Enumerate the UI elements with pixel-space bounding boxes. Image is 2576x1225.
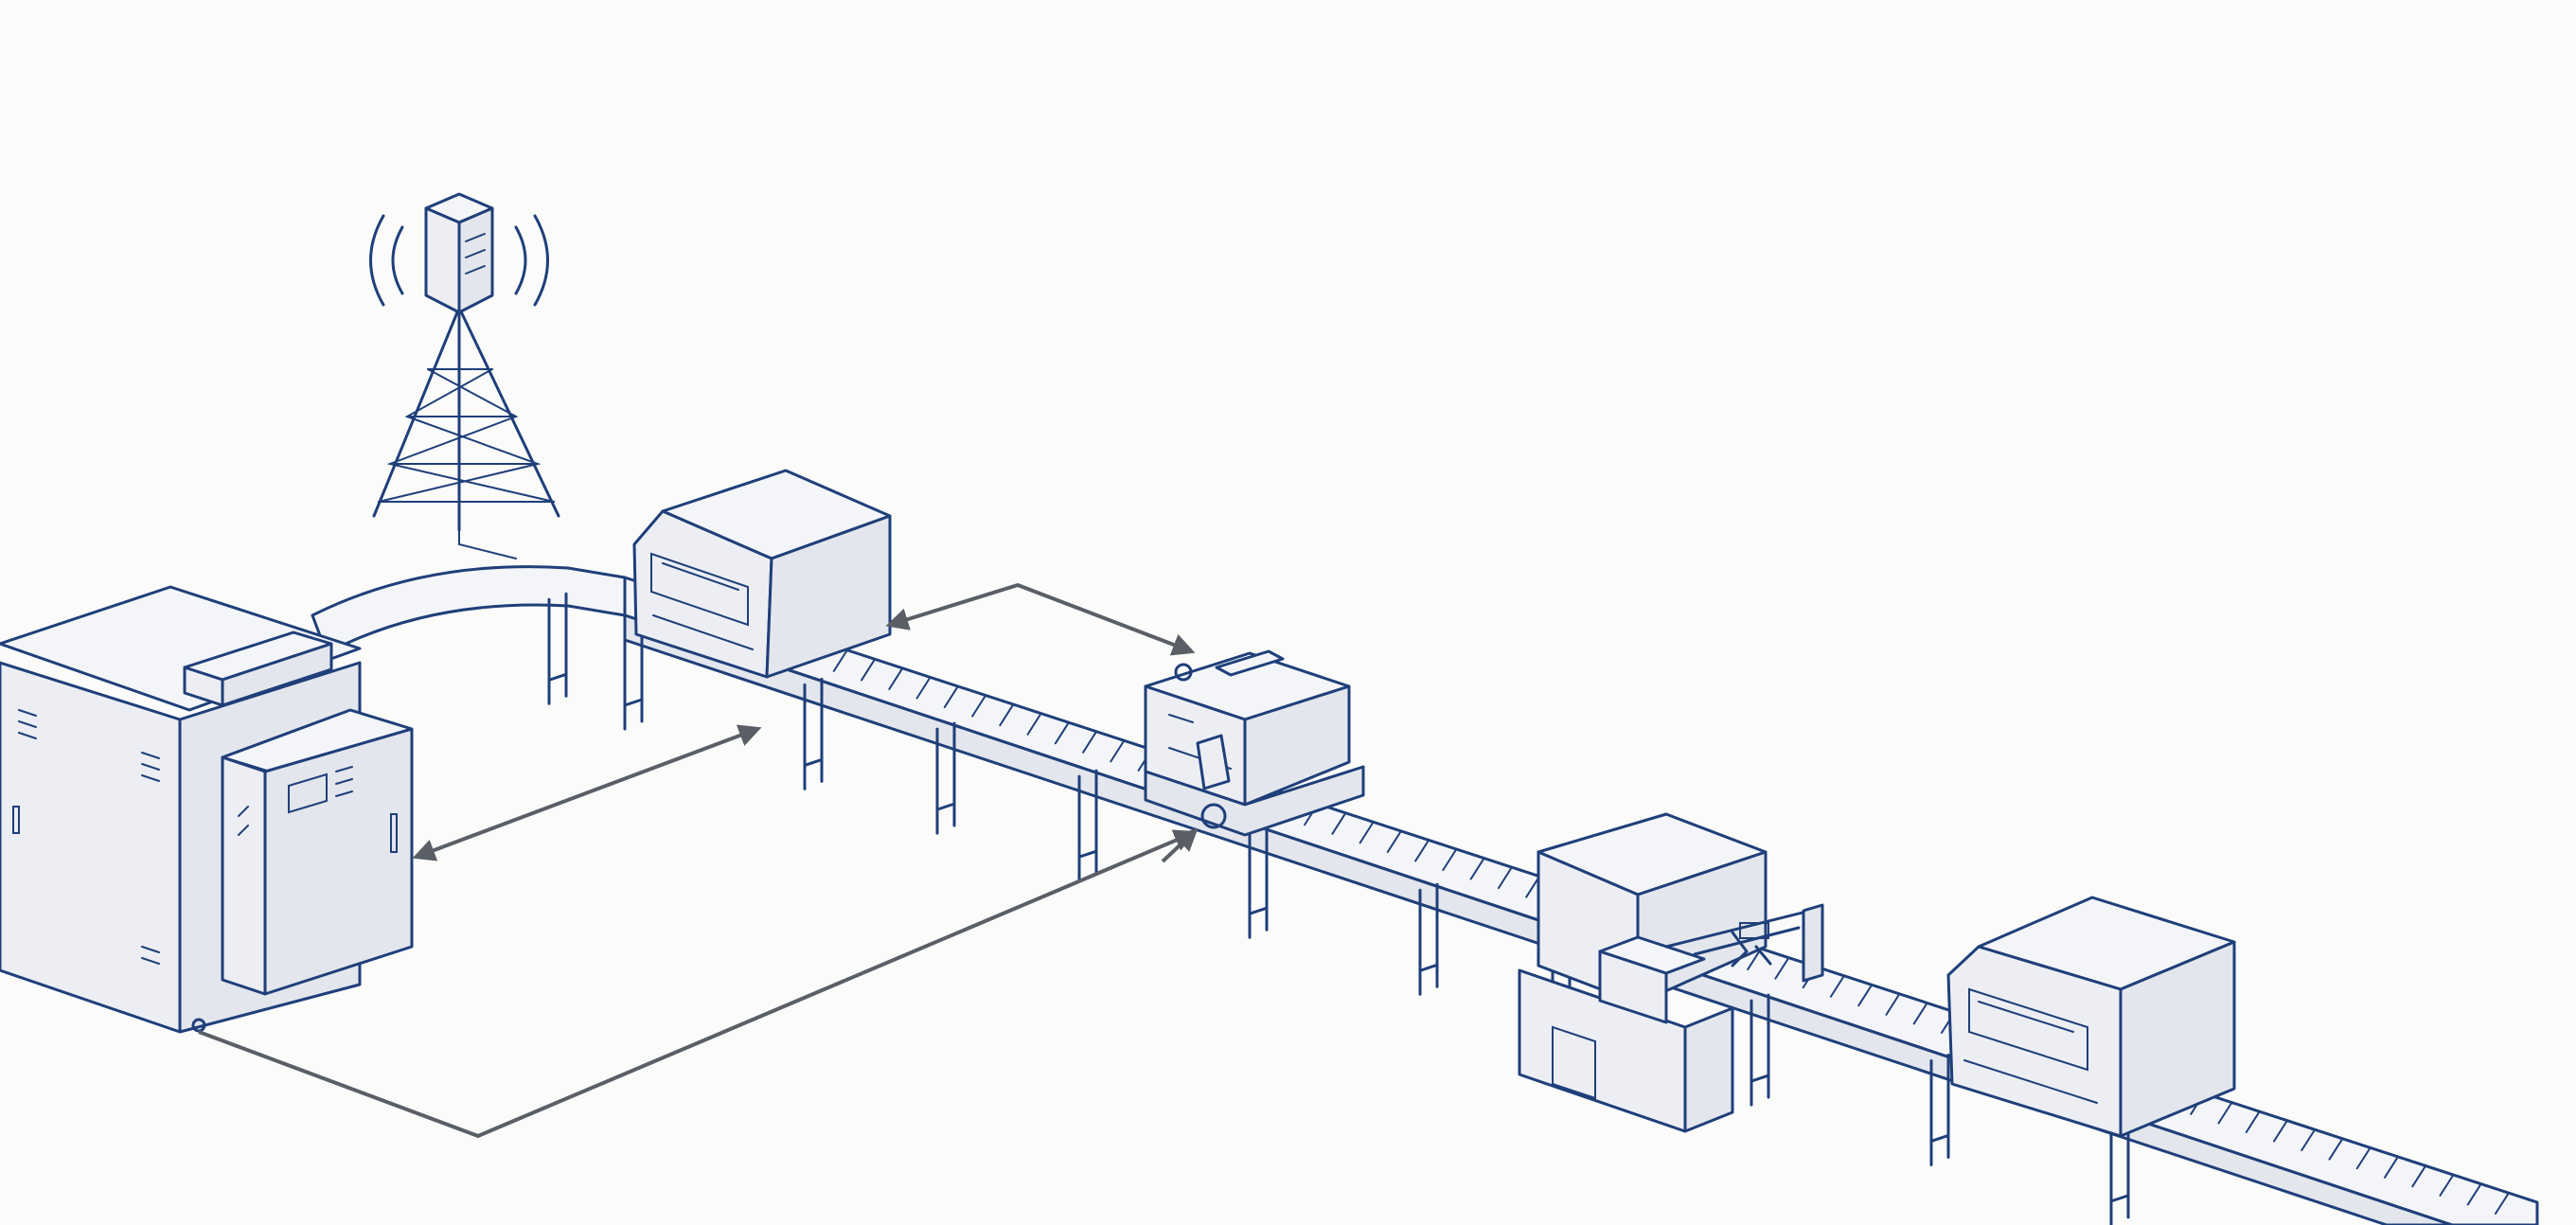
enclosed-machine-icon [632, 469, 892, 679]
conveyor-roller [888, 666, 904, 690]
flow-arrow-icon [885, 583, 1196, 656]
conveyor-roller [971, 694, 987, 718]
conveyor-roller [2411, 1164, 2427, 1188]
conveyor-roller [1359, 821, 1375, 844]
wireless-tower-icon [369, 192, 560, 559]
flow-arrow-icon [1161, 827, 1199, 863]
conveyor-roller [1442, 848, 1458, 872]
conveyor-support-leg [1929, 1053, 1950, 1166]
conveyor-roller [999, 703, 1015, 727]
conveyor-roller [943, 685, 959, 709]
conveyor-roller [2328, 1137, 2344, 1161]
enclosed-machine-icon-2 [1946, 896, 2236, 1138]
conveyor-roller [2217, 1101, 2233, 1125]
conveyor-roller [915, 676, 932, 700]
conveyor-roller [1386, 829, 1402, 853]
conveyor-support-leg [1248, 826, 1269, 939]
conveyor-roller [1497, 866, 1513, 890]
conveyor-roller [1829, 974, 1845, 998]
conveyor-roller [2495, 1192, 2510, 1215]
gantry-robot-station-icon [1518, 812, 1824, 1133]
conveyor-roller [1885, 992, 1901, 1016]
conveyor-roller [1469, 857, 1485, 880]
conveyor-roller [2272, 1119, 2288, 1143]
conveyor-roller [1747, 948, 1763, 971]
conveyor-roller [832, 648, 848, 672]
conveyor-roller [1110, 739, 1126, 763]
flow-arrow-icon [412, 724, 762, 861]
conveyor-roller [1857, 984, 1874, 1007]
conveyor-roller [861, 658, 877, 682]
conveyor-roller [2383, 1155, 2399, 1179]
conveyor-support-leg [1077, 769, 1098, 882]
conveyor-roller [1026, 712, 1042, 736]
flow-arrows [198, 583, 1199, 1138]
conveyor-support-leg [1750, 993, 1770, 1107]
conveyor-roller [1912, 1002, 1928, 1025]
conveyor-roller [1414, 839, 1430, 862]
conveyor-roller [1774, 956, 1790, 980]
conveyor-support-leg [935, 721, 956, 835]
inspection-station-icon [1144, 649, 1365, 837]
conveyor-roller [2355, 1146, 2372, 1170]
conveyor-roller [1082, 730, 1098, 754]
conveyor-roller [2466, 1182, 2482, 1206]
flow-arrow-icon [198, 829, 1198, 1138]
conveyor-roller [2301, 1128, 2317, 1152]
control-cabinet-icon [0, 585, 414, 1034]
conveyor-roller [2245, 1110, 2261, 1134]
conveyor-support-leg [803, 677, 824, 790]
main-conveyor [311, 565, 2539, 1225]
conveyor-support-leg [547, 592, 568, 705]
conveyor-roller [1331, 811, 1347, 835]
conveyor-roller [2439, 1173, 2455, 1197]
conveyor-support-leg [1418, 882, 1439, 996]
conveyor-roller [1054, 721, 1070, 745]
